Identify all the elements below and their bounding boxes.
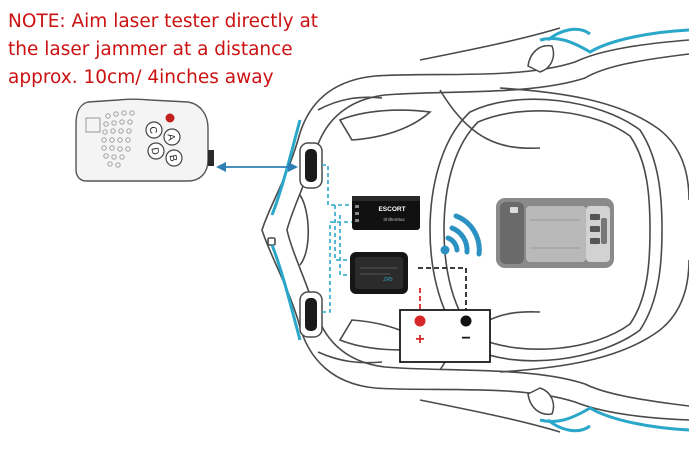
- laser-tester-remote-icon: C A D B: [75, 98, 214, 182]
- interface-module: ZR5: [350, 252, 408, 294]
- side-mirrors: [527, 44, 555, 416]
- controller-model: ShifterMax: [383, 217, 405, 222]
- instruction-note: NOTE: Aim laser tester directly at the l…: [8, 8, 328, 92]
- remote-button-d: D: [148, 147, 160, 156]
- note-line-3: approx. 10cm/ 4inches away: [8, 67, 274, 88]
- aim-distance-arrow: [216, 162, 298, 172]
- note-line-1: NOTE: Aim laser tester directly at: [8, 11, 319, 32]
- battery-positive-terminal: [414, 315, 426, 327]
- laser-sensor-bottom: [299, 291, 323, 338]
- remote-button-a: A: [165, 133, 177, 142]
- battery: + −: [399, 309, 491, 363]
- controller-brand: ESCORT: [378, 206, 405, 213]
- remote-button-c: C: [146, 126, 158, 135]
- module-label: ZR5: [383, 277, 393, 283]
- car-accent-lines: [270, 27, 689, 433]
- battery-negative-terminal: [460, 315, 472, 327]
- wireless-signal-icon: [440, 213, 482, 257]
- laser-sensor-top: [299, 142, 323, 189]
- remote-button-b: B: [167, 154, 179, 163]
- note-line-2: the laser jammer at a distance: [8, 39, 293, 60]
- radar-detector-icon: [496, 198, 614, 268]
- battery-positive-symbol: +: [415, 331, 424, 348]
- battery-negative-symbol: −: [461, 330, 470, 347]
- sensor-wiring: [322, 164, 352, 313]
- jammer-controller: ESCORT ShifterMax: [352, 196, 420, 230]
